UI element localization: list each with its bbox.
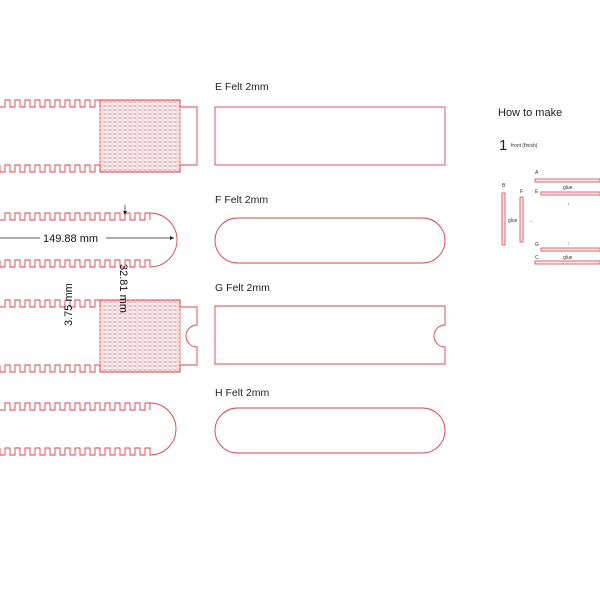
- glue-label-top: glue: [563, 185, 573, 191]
- arrow-right: →: [528, 218, 533, 224]
- step-label: front (finish): [511, 143, 538, 149]
- piece-g-comb: [0, 299, 198, 373]
- part-c-label: C: [535, 255, 539, 261]
- assembly-diagram: A E glue ↓ B glue F → ↑ G C glue: [501, 170, 600, 265]
- part-f: [519, 196, 524, 243]
- felt-h: [214, 407, 446, 454]
- glue-label-side: glue: [508, 218, 518, 224]
- piece-e-comb: [0, 99, 198, 173]
- label-e-felt: E Felt 2mm: [215, 81, 269, 93]
- felt-f: [214, 217, 446, 264]
- part-g: [540, 247, 600, 252]
- felt-g: [214, 305, 446, 365]
- label-f-felt: F Felt 2mm: [215, 194, 268, 206]
- label-g-felt: G Felt 2mm: [215, 282, 270, 294]
- dimension-length-text: 149.88 mm: [43, 233, 98, 245]
- hatch-area-e: [99, 99, 181, 173]
- part-b: [501, 192, 506, 246]
- dimension-height: 32.81 mm: [117, 205, 129, 313]
- step-number: 1: [499, 137, 507, 154]
- part-a-label: A: [535, 170, 539, 176]
- glue-label-bottom: glue: [563, 255, 573, 261]
- dimension-height-text: 32.81 mm: [117, 264, 129, 313]
- arrow-down: ↓: [567, 201, 570, 207]
- part-g-label: G: [535, 242, 539, 248]
- arrow-up: ↑: [567, 241, 570, 247]
- how-to-make-title: How to make: [498, 107, 562, 119]
- part-e-label: E: [535, 189, 539, 195]
- dimension-length: 149.88 mm: [0, 233, 174, 245]
- hatch-area-g: [99, 299, 181, 373]
- part-b-label: B: [502, 183, 506, 189]
- part-f-label: F: [520, 189, 523, 195]
- piece-h-comb: [0, 402, 177, 456]
- dimension-tooth-text: 3.75 mm: [63, 283, 75, 326]
- label-h-felt: H Felt 2mm: [215, 387, 270, 399]
- part-a: [534, 178, 600, 183]
- part-e: [540, 191, 600, 196]
- piece-f-comb: [0, 212, 178, 268]
- dimension-tooth: 3.75 mm: [63, 283, 75, 326]
- part-c: [534, 260, 600, 265]
- felt-e: [214, 106, 446, 166]
